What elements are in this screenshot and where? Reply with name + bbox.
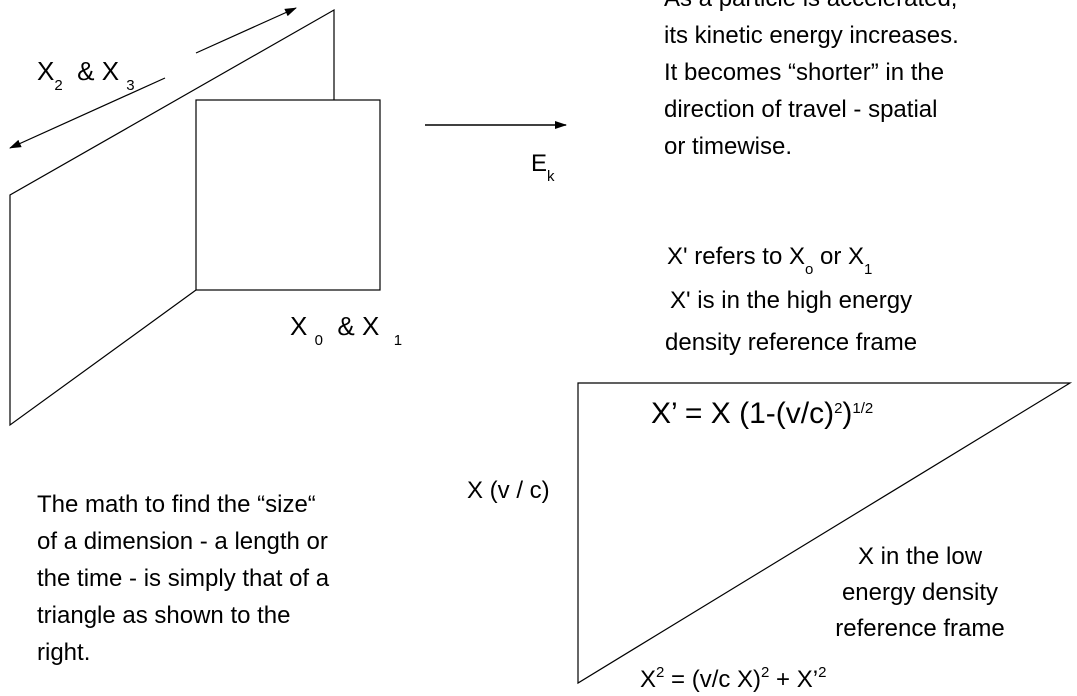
paragraph-acceleration: As a particle is accelerated, its kineti…	[664, 0, 959, 165]
side-label: X (v / c)	[467, 477, 550, 504]
paragraph-line: of a dimension - a length or	[37, 528, 328, 555]
paragraph-line: its kinetic energy increases.	[664, 22, 959, 49]
paragraph-line: As a particle is accelerated,	[664, 0, 959, 17]
equation-pythagoras: X2 = (v/c X)2 + X’2	[640, 664, 827, 693]
note-line: X' is in the high energy	[670, 287, 913, 314]
arrow-down-left	[9, 77, 166, 149]
label-x0-x1: X 0 & X 1	[290, 311, 403, 349]
front-plane	[195, 99, 381, 291]
paragraph-line: right.	[37, 639, 91, 666]
paragraph-line: It becomes “shorter” in the	[664, 59, 945, 86]
paragraph-line: triangle as shown to the	[37, 602, 291, 629]
label-kinetic-energy: Ek	[531, 150, 555, 185]
paragraph-line: or timewise.	[664, 133, 793, 160]
back-plane	[9, 8, 335, 427]
paragraph-line: The math to find the “size“	[37, 491, 316, 518]
hyp-line: X in the low	[857, 543, 983, 570]
hyp-line: energy density	[841, 579, 999, 606]
note-line: density reference frame	[665, 329, 918, 356]
paragraph-line: direction of travel - spatial	[664, 96, 938, 123]
paragraph-math: The math to find the “size“ of a dimensi…	[37, 486, 329, 671]
arrow-up-right	[195, 7, 297, 54]
hyp-line: reference frame	[835, 615, 1005, 642]
note-refers: X' refers to Xo or X1	[667, 243, 873, 278]
hypotenuse-label: X in the low energy density reference fr…	[795, 539, 1045, 647]
paragraph-line: the time - is simply that of a	[37, 565, 330, 592]
label-x2-x3: X2 & X 3	[37, 56, 135, 94]
right-triangle	[577, 382, 1073, 685]
equation-x-prime: X’ = X (1-(v/c)2)1/2	[651, 397, 874, 430]
note-high-energy-frame: X' is in the high energy density referen…	[665, 280, 917, 364]
